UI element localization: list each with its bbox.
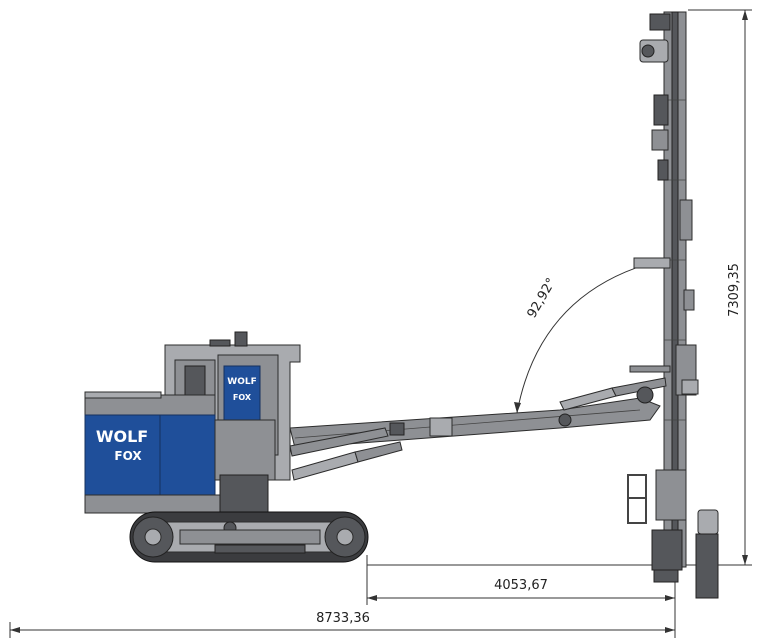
cab-model-label: FOX — [233, 393, 252, 402]
panel-brand-label: WOLF — [96, 427, 148, 446]
angle-label: 92,92° — [525, 276, 560, 321]
dimension-mast-offset: 4053,67 — [366, 555, 700, 638]
crawler-track — [129, 511, 369, 563]
engine-housing: WOLF FOX — [84, 391, 276, 520]
boom-arm — [289, 377, 667, 481]
panel-model-label: FOX — [114, 449, 142, 463]
cab-brand-label: WOLF — [227, 377, 256, 387]
overall-length-label: 8733,36 — [316, 611, 370, 626]
drill-mast — [627, 11, 719, 599]
dimension-height: 7309,35 — [688, 9, 752, 566]
dimension-overall-length: 8733,36 — [9, 611, 675, 638]
height-label: 7309,35 — [727, 263, 742, 317]
mast-offset-label: 4053,67 — [494, 578, 548, 593]
